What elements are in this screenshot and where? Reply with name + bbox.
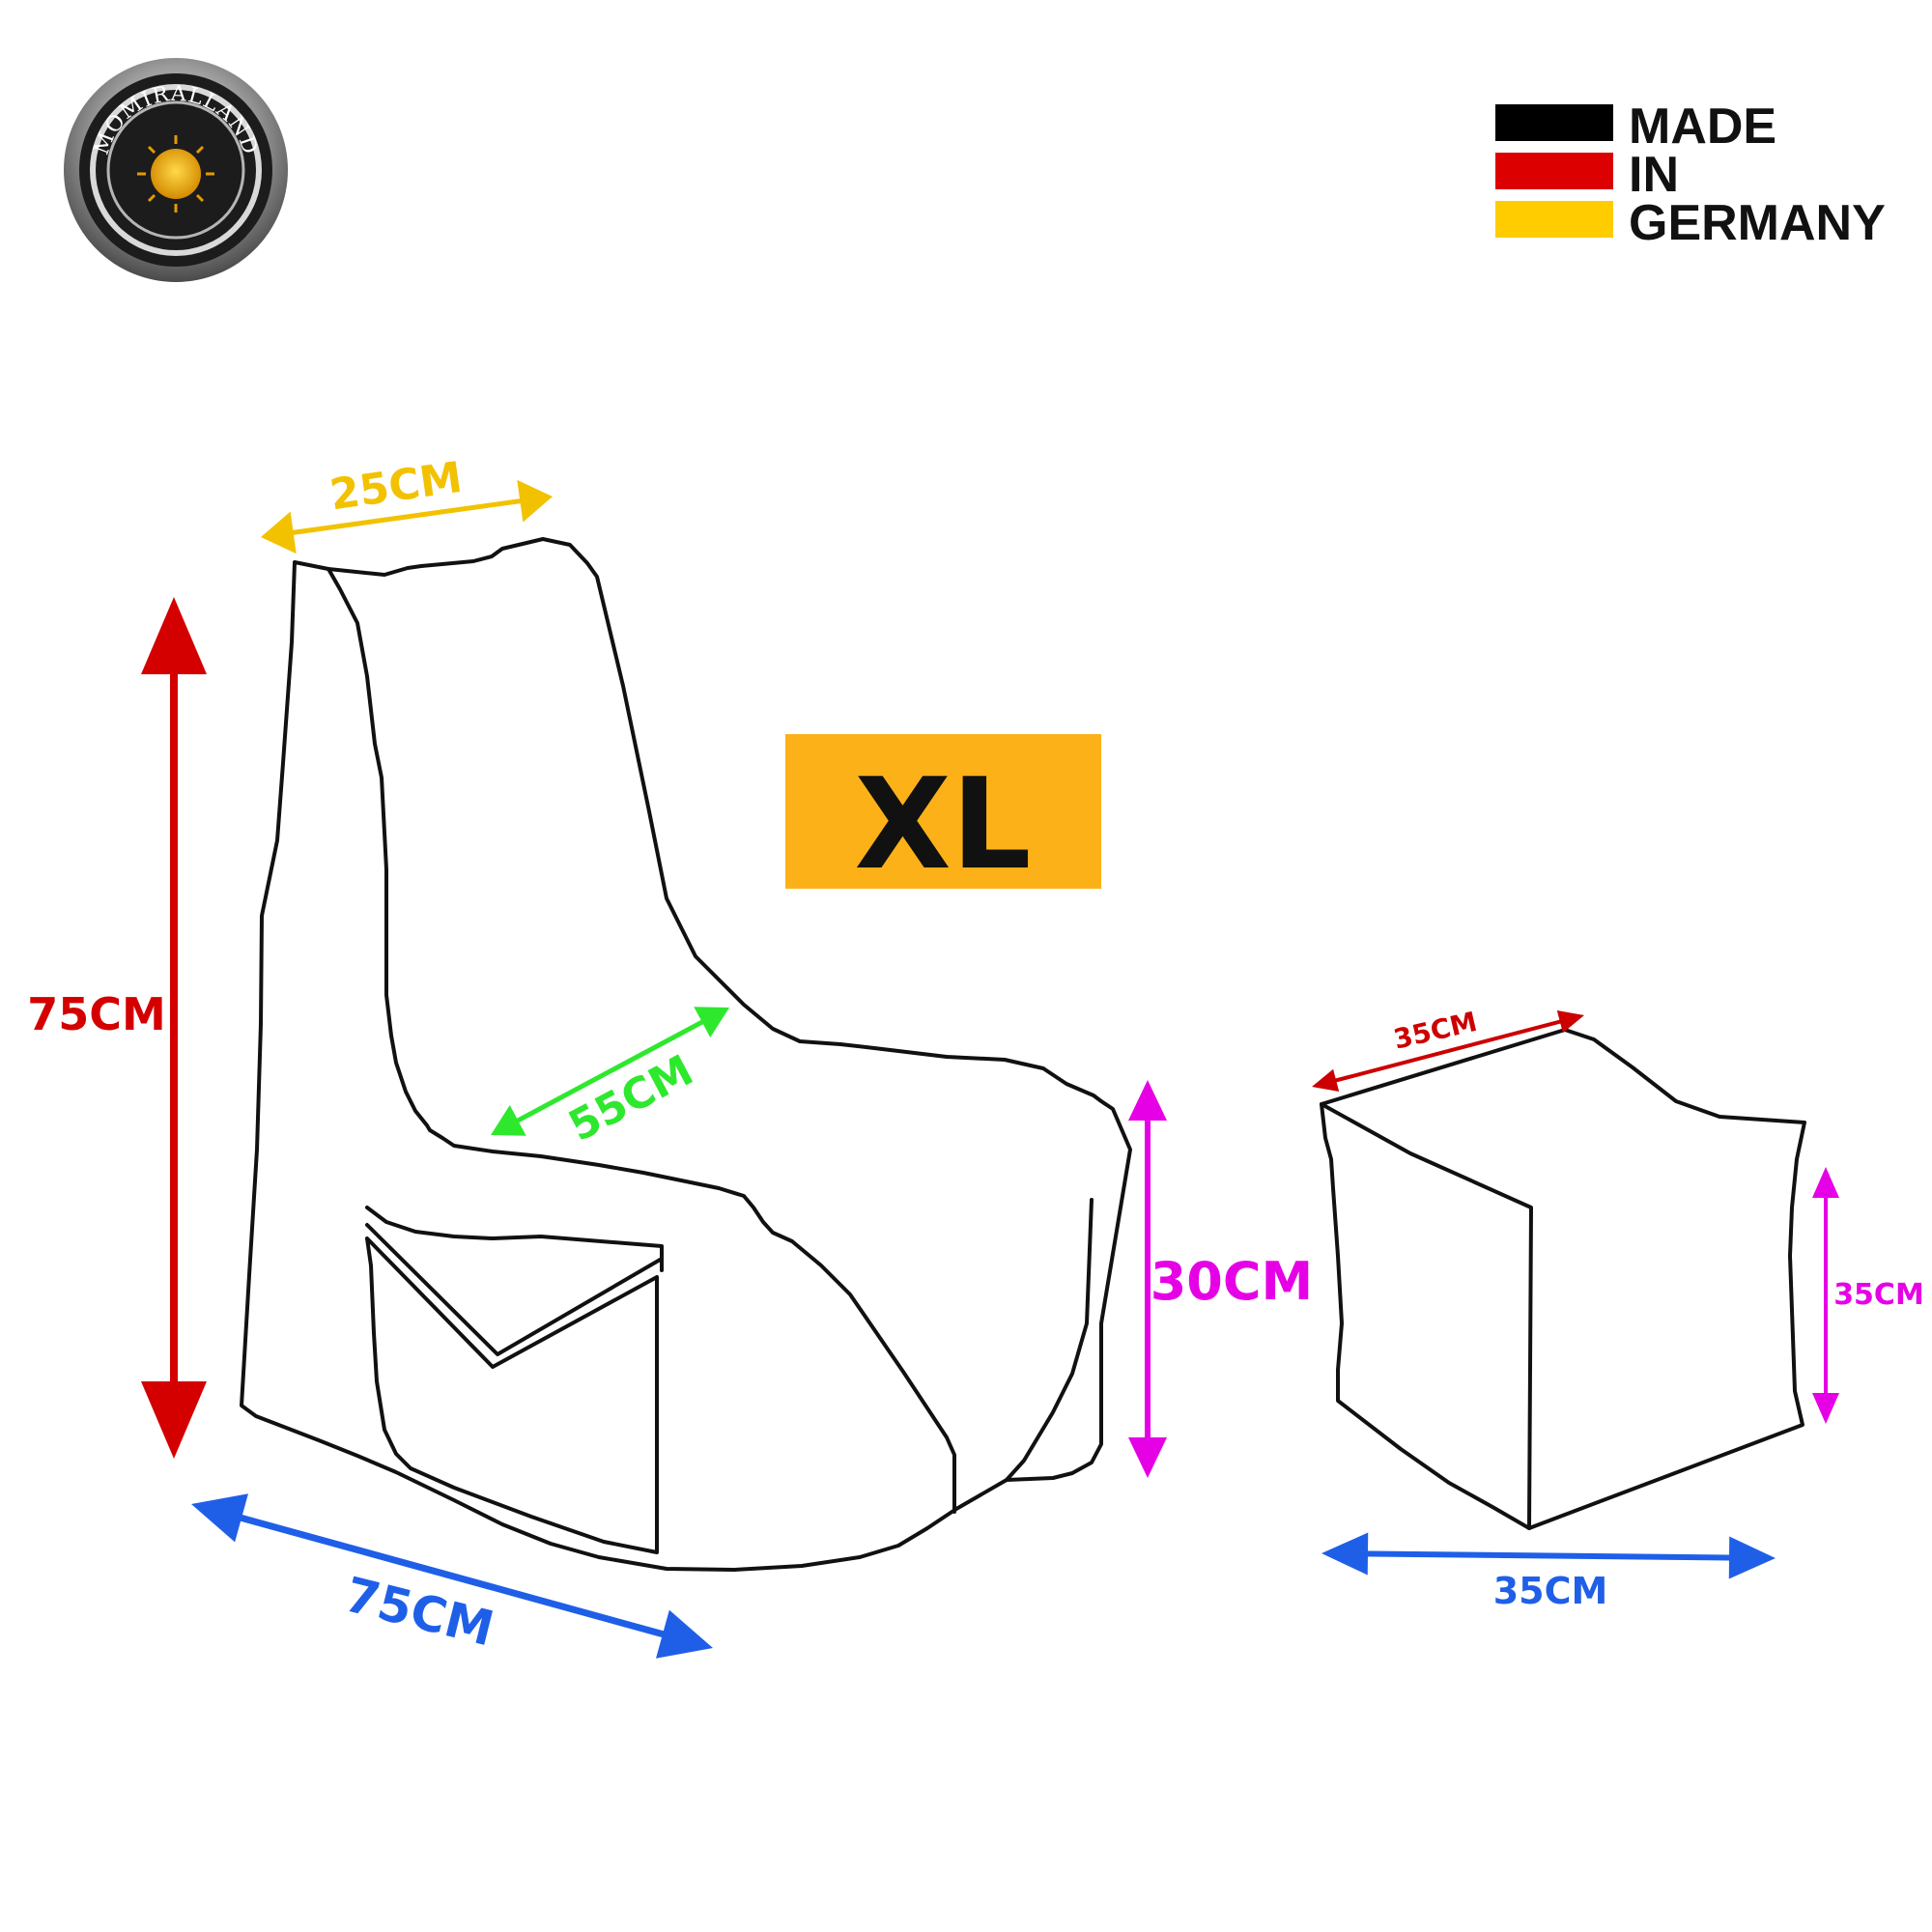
- chair-base-width-arrow-shaft: [230, 1512, 674, 1640]
- dimension-lines: [141, 479, 1839, 1659]
- chair-height-label: 75CM: [27, 988, 166, 1040]
- pouf-height-arrow: [1812, 1167, 1839, 1424]
- sun-icon: [137, 135, 214, 213]
- chair-top-width-arrow: [261, 479, 553, 554]
- pouf-width-arrow: [1321, 1532, 1776, 1579]
- made-line-1: MADE: [1629, 99, 1776, 155]
- flag-stripe-black: [1495, 104, 1613, 141]
- chair-seat-depth-arrow: [491, 1007, 729, 1136]
- made-in-germany-badge: MADE IN GERMANY: [1495, 99, 1886, 251]
- pouf-height-label: 35CM: [1833, 1278, 1924, 1312]
- bean-bag-chair-outline: [240, 537, 1132, 1572]
- pouf-depth-arrow-head-end: [1556, 1009, 1584, 1034]
- pouf-width-arrow-head-start: [1321, 1532, 1369, 1576]
- pouf-depth-arrow-shaft: [1330, 1018, 1566, 1084]
- chair-seat-height-arrow-head-start: [1128, 1080, 1167, 1121]
- chair-seat-depth-arrow-head-end: [694, 1007, 729, 1037]
- pouf-outline: [1320, 1028, 1806, 1530]
- pouf-depth-arrow: [1312, 1009, 1584, 1093]
- chair-base-width-arrow: [191, 1493, 713, 1659]
- flag-stripe-gold: [1495, 201, 1613, 238]
- chair-height-arrow-head-start: [141, 597, 207, 674]
- chair-top-width-arrow-head-end: [517, 479, 553, 523]
- chair-top-width-arrow-head-start: [261, 511, 297, 554]
- pouf-width-arrow-head-end: [1728, 1536, 1776, 1579]
- pouf-width-arrow-shaft: [1358, 1550, 1739, 1561]
- flag-stripe-red: [1495, 153, 1613, 189]
- chair-height-arrow: [141, 597, 207, 1459]
- pouf-height-arrow-head-start: [1812, 1167, 1839, 1198]
- made-line-3: GERMANY: [1629, 195, 1886, 251]
- brand-logo: MOMIRALLAND: [64, 58, 288, 282]
- made-line-2: IN: [1629, 147, 1679, 203]
- chair-seat-height-label: 30CM: [1151, 1251, 1314, 1312]
- size-label: XL: [854, 751, 1031, 897]
- chair-seat-height-arrow: [1128, 1080, 1167, 1478]
- pouf-width-label: 35CM: [1493, 1570, 1608, 1612]
- chair-base-width-arrow-head-end: [656, 1609, 713, 1659]
- chair-base-width-arrow-head-start: [191, 1493, 248, 1543]
- chair-seat-depth-arrow-head-start: [491, 1105, 526, 1136]
- pouf-depth-arrow-head-start: [1312, 1068, 1340, 1093]
- pouf-height-arrow-head-end: [1812, 1393, 1839, 1424]
- size-badge: XL: [785, 734, 1101, 897]
- chair-height-arrow-head-end: [141, 1381, 207, 1459]
- chair-top-width-arrow-shaft: [286, 497, 527, 536]
- chair-seat-depth-arrow-shaft: [511, 1016, 709, 1126]
- chair-seat-height-arrow-head-end: [1128, 1437, 1167, 1478]
- dimension-labels: 25CM 75CM 55CM 30CM 75CM 35CM 35CM 35CM: [27, 453, 1924, 1658]
